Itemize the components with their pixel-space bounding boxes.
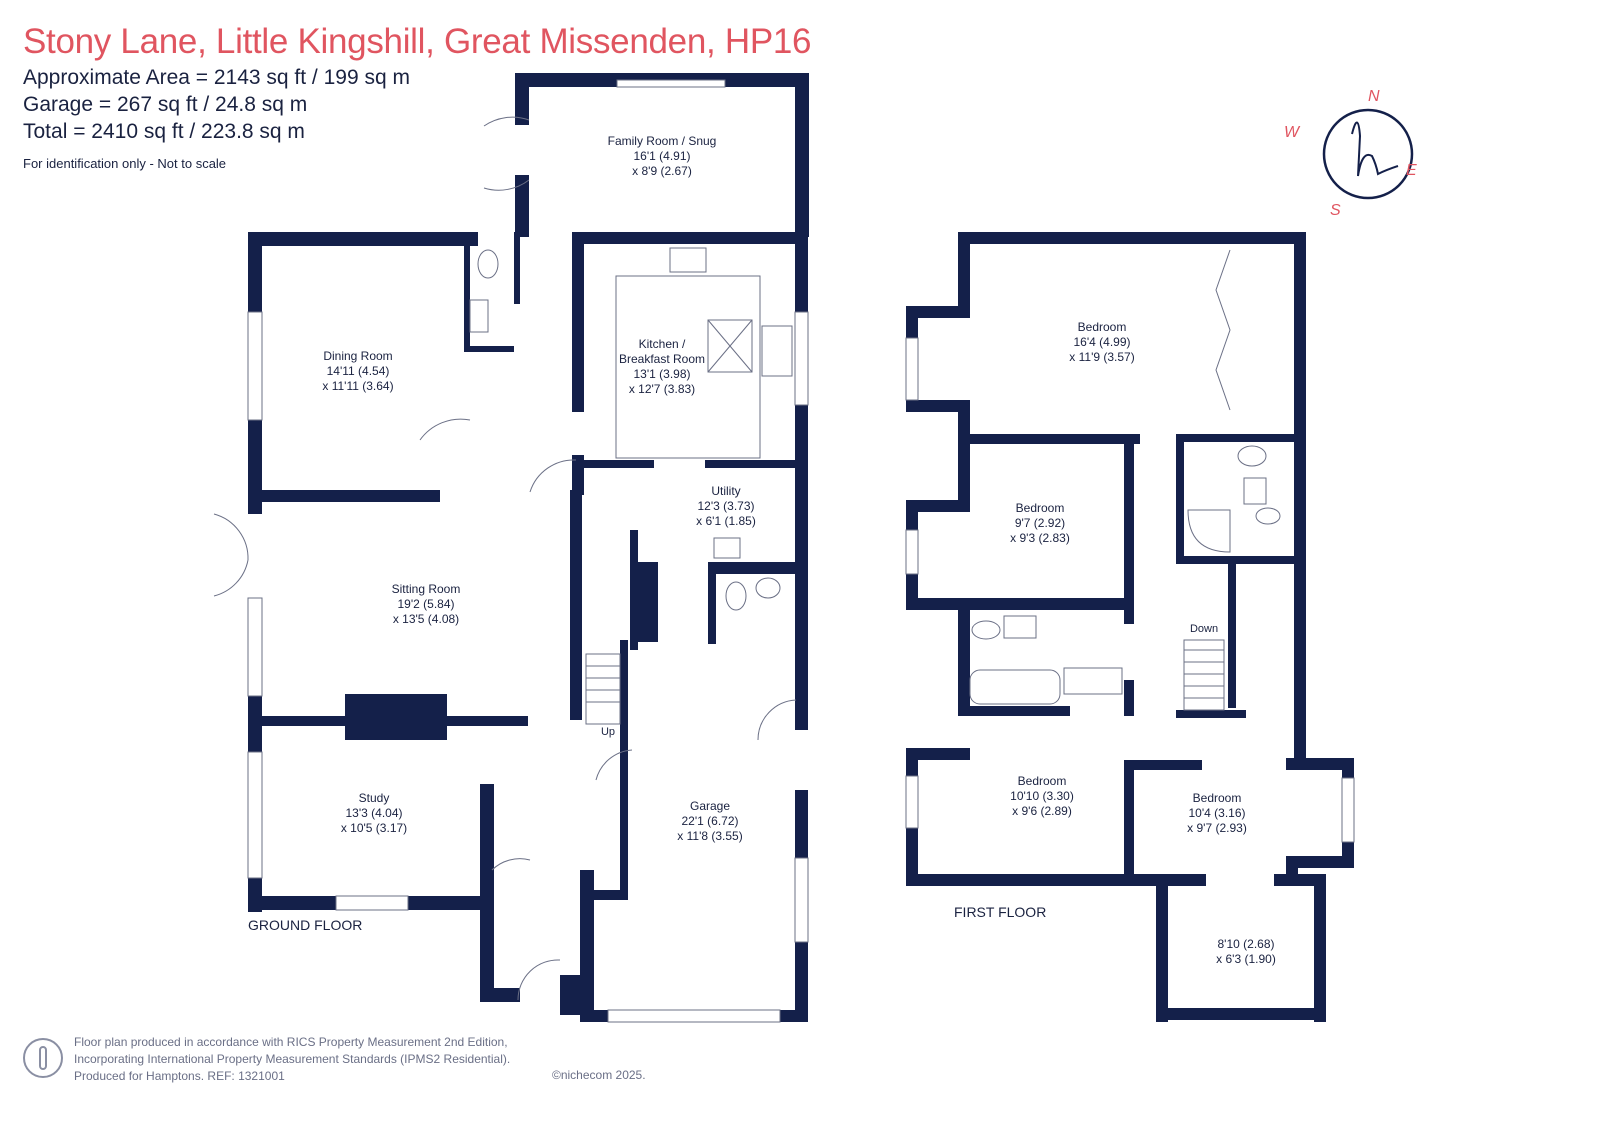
compass-north: N: [1368, 88, 1380, 105]
utility-dim2: x 6'1 (1.85): [696, 514, 756, 528]
footer-notes: Floor plan produced in accordance with R…: [74, 1034, 510, 1085]
scale-note: For identification only - Not to scale: [23, 156, 227, 171]
utility-name: Utility: [711, 484, 740, 498]
ground-floor-labels: Family Room / Snug 16'1 (4.91) x 8'9 (2.…: [248, 134, 756, 933]
property-title: Stony Lane, Little Kingshill, Great Miss…: [23, 22, 812, 61]
bedroom-2-dim1: 9'7 (2.92): [1015, 516, 1065, 530]
study-dim2: x 10'5 (3.17): [341, 821, 407, 835]
first-floor-labels: Bedroom 16'4 (4.99) x 11'9 (3.57) Bedroo…: [954, 320, 1276, 966]
copyright: ©nichecom 2025.: [552, 1068, 646, 1082]
stairs-down-label: Down: [1190, 623, 1218, 635]
bedroom-1-dim2: x 11'9 (3.57): [1069, 350, 1134, 364]
kitchen-dim2: x 12'7 (3.83): [629, 382, 695, 396]
bedroom-1-name: Bedroom: [1078, 320, 1127, 334]
family-room-dim1: 16'1 (4.91): [634, 149, 691, 163]
bedroom-4-name: Bedroom: [1193, 791, 1242, 805]
bedroom-3-dim2: x 9'6 (2.89): [1012, 804, 1072, 818]
family-room-name: Family Room / Snug: [608, 134, 717, 148]
bedroom-4-dim1: 10'4 (3.16): [1189, 806, 1246, 820]
utility-dim1: 12'3 (3.73): [698, 499, 755, 513]
sitting-room-dim2: x 13'5 (4.08): [393, 612, 459, 626]
kitchen-dim1: 13'1 (3.98): [634, 367, 691, 381]
footer-line-2: Incorporating International Property Mea…: [74, 1052, 511, 1066]
dining-room-dim2: x 11'11 (3.64): [322, 379, 393, 393]
bedroom-3-name: Bedroom: [1018, 774, 1067, 788]
footer-line-3: Produced for Hamptons. REF: 1321001: [74, 1069, 285, 1083]
family-room-dim2: x 8'9 (2.67): [632, 164, 692, 178]
bedroom-1-dim1: 16'4 (4.99): [1074, 335, 1131, 349]
dining-room-dim1: 14'11 (4.54): [327, 364, 390, 378]
study-name: Study: [359, 791, 390, 805]
study-dim1: 13'3 (4.04): [346, 806, 403, 820]
compass-east: E: [1406, 162, 1417, 179]
kitchen-name2: Breakfast Room: [619, 352, 705, 366]
footer-line-1: Floor plan produced in accordance with R…: [74, 1035, 508, 1049]
ground-floor-walls: [248, 73, 809, 1022]
sitting-room-name: Sitting Room: [392, 582, 461, 596]
compass-south: S: [1330, 202, 1341, 219]
garage-dim2: x 11'8 (3.55): [677, 829, 742, 843]
bedroom-2-name: Bedroom: [1016, 501, 1065, 515]
box-room-dim1: 8'10 (2.68): [1218, 937, 1275, 951]
garage-dim1: 22'1 (6.72): [682, 814, 739, 828]
first-floor-walls: [906, 232, 1354, 1022]
bedroom-2-dim2: x 9'3 (2.83): [1010, 531, 1070, 545]
dining-room-name: Dining Room: [323, 349, 392, 363]
sitting-room-dim1: 19'2 (5.84): [398, 597, 455, 611]
kitchen-name: Kitchen /: [639, 337, 686, 351]
garage-name: Garage: [690, 799, 730, 813]
info-person-icon: [23, 1038, 63, 1078]
garage-area: Garage = 267 sq ft / 24.8 sq m: [23, 93, 308, 116]
stairs-up-label: Up: [601, 726, 615, 738]
compass-rose: N E S W: [1284, 88, 1430, 220]
bedroom-4-dim2: x 9'7 (2.93): [1187, 821, 1247, 835]
bedroom-3-dim1: 10'10 (3.30): [1010, 789, 1074, 803]
total-area: Total = 2410 sq ft / 223.8 sq m: [23, 120, 305, 143]
compass-west: W: [1284, 124, 1300, 141]
ground-floor-label: GROUND FLOOR: [248, 917, 362, 933]
compass-circle-icon: [1322, 108, 1414, 200]
box-room-dim2: x 6'3 (1.90): [1216, 952, 1276, 966]
approximate-area: Approximate Area = 2143 sq ft / 199 sq m: [23, 66, 410, 89]
fixtures: [213, 79, 1355, 1023]
first-floor-label: FIRST FLOOR: [954, 904, 1046, 920]
